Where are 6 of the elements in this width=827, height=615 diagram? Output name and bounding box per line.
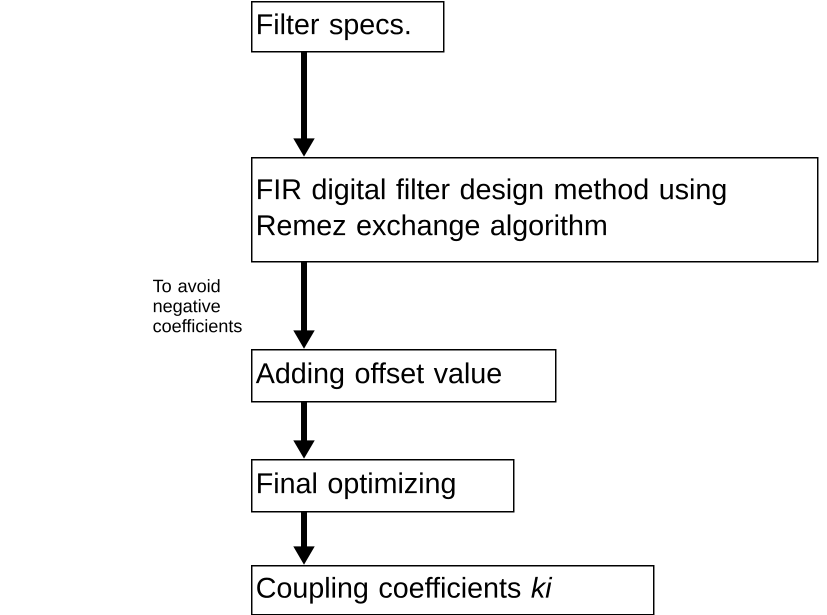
process-box: Coupling coefficients ki <box>251 565 654 615</box>
process-box: Final optimizing <box>251 459 514 512</box>
edge-label: To avoid negative coefficients <box>153 279 242 332</box>
process-box: FIR digital filter design method using Remez exchange algorithm <box>251 157 818 262</box>
process-box: Filter specs. <box>251 1 444 52</box>
process-box: Adding offset value <box>251 349 556 402</box>
